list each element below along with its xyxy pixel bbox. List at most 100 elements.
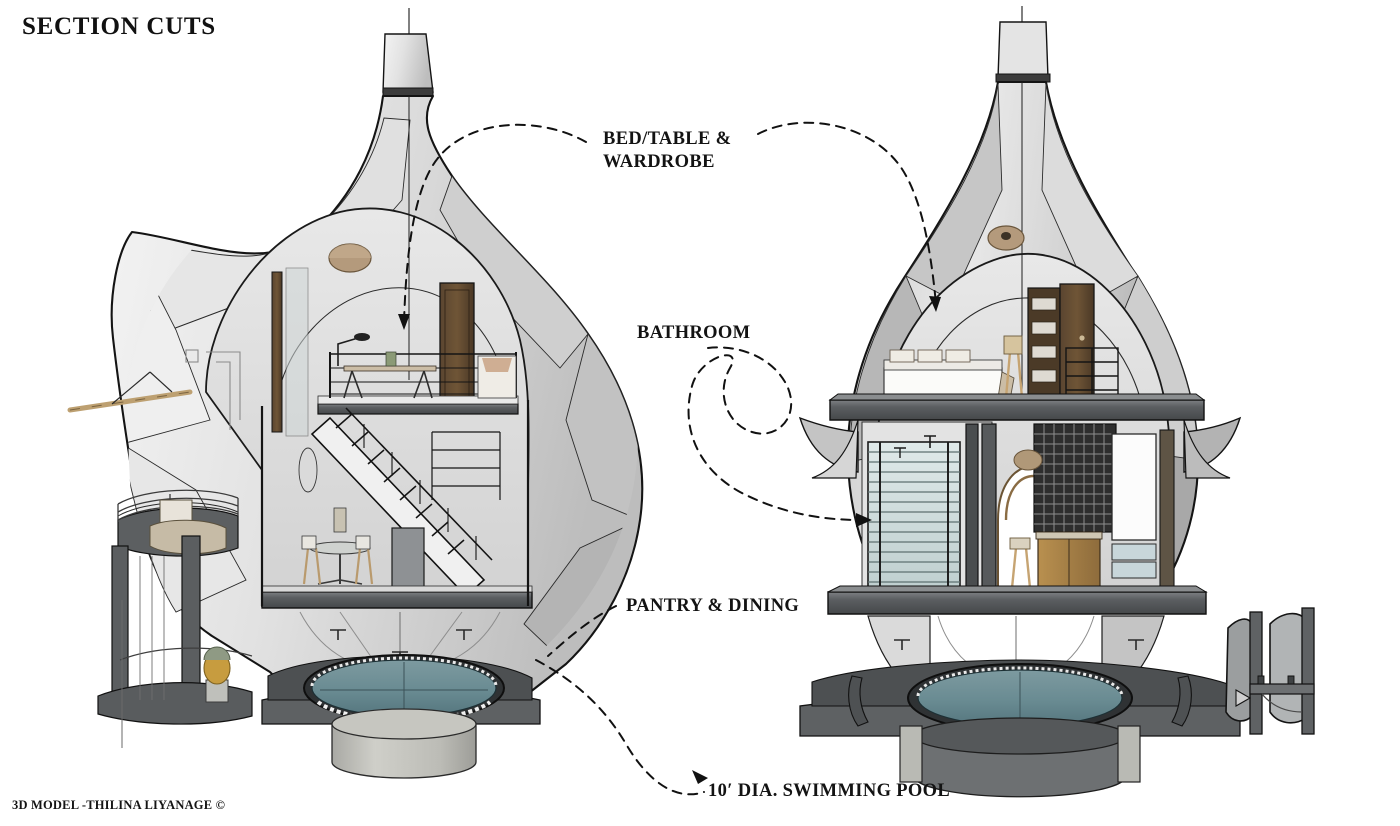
bamboo-outrigger	[67, 371, 193, 413]
dining-group	[301, 507, 374, 585]
callout-leader-lines	[403, 121, 937, 796]
stair-handrail	[345, 407, 493, 561]
bathroom-pendant	[1013, 449, 1043, 471]
bedroom-level-slab	[829, 399, 1205, 421]
leader-pantry	[547, 605, 617, 657]
main-staircase	[310, 407, 501, 598]
dining-level-slab	[261, 591, 533, 609]
page-title: SECTION CUTS	[22, 13, 216, 40]
pool-drum-top	[331, 708, 477, 740]
callout-bed-table-wardrobe: BED/TABLE & WARDROBE	[603, 129, 732, 172]
balcony-cable-rods	[139, 556, 165, 700]
bed-pillow-a	[889, 349, 915, 363]
detail-shell-right	[1269, 612, 1307, 724]
arrow-pool	[692, 770, 708, 784]
bed-pillow-b	[917, 349, 943, 363]
desk-top	[343, 365, 437, 372]
model-credit: 3D MODEL -THILINA LIYANAGE ©	[12, 798, 226, 812]
bathroom-group	[861, 421, 1175, 593]
bed-pillow-c	[945, 349, 971, 363]
left-porthole	[298, 447, 318, 493]
right-flare-fold-right	[1183, 419, 1231, 479]
dining-chair-b	[354, 547, 374, 585]
right-flare-fold-left	[811, 419, 859, 479]
swimming-pool-left	[303, 654, 505, 723]
bath-stool-legs	[1010, 547, 1032, 589]
desk-leg	[351, 370, 363, 399]
mezzanine-floor-finish	[317, 395, 519, 405]
bathroom-slab-top	[827, 585, 1208, 593]
right-pendant-core	[1001, 232, 1011, 240]
bedroom-slab-top	[828, 393, 1206, 401]
arrow-bathroom	[856, 513, 872, 527]
ceiling-light-bath	[894, 447, 906, 458]
bathroom-window-sill-glass	[1111, 543, 1157, 561]
pantry-counter-block	[391, 527, 425, 589]
detail-slab	[1249, 683, 1315, 695]
right-pool-drum-top	[913, 717, 1127, 755]
callout-bathroom: BATHROOM	[637, 323, 751, 343]
chair-seat-a	[301, 535, 317, 550]
pool-fin-left	[848, 675, 869, 727]
right-drum-column-b	[1117, 725, 1141, 783]
callout-swimming-pool: 10′ DIA. SWIMMING POOL	[708, 781, 951, 801]
leader-bed-left	[403, 123, 587, 323]
leader-arrowheads	[398, 296, 941, 784]
upper-landing-rail	[431, 431, 501, 500]
stair-balusters	[363, 424, 477, 560]
detail-column-b	[1301, 607, 1315, 735]
bathroom-window-lower-glass	[1111, 561, 1157, 579]
table-lantern	[333, 507, 347, 533]
balcony-lower-deck	[97, 682, 253, 725]
shower-glass-enclosure	[867, 441, 961, 589]
left-glazing-upper	[285, 267, 309, 437]
wardrobe-boxes	[1031, 297, 1057, 383]
detail-column-a	[1249, 611, 1263, 735]
desk-leg	[343, 370, 353, 399]
leader-bathroom	[687, 346, 863, 521]
right-drum-column-a	[899, 725, 923, 783]
right-deck-uplights	[894, 639, 1144, 650]
wardrobe-group	[1027, 283, 1095, 403]
bedroom-chair-back	[1003, 335, 1023, 355]
arrow-bed-right	[929, 296, 941, 312]
bathroom-edge-column	[1159, 429, 1175, 591]
left-wall-niche-lines	[185, 349, 241, 430]
detail-arrow-notch	[1235, 689, 1252, 707]
right-neck	[997, 21, 1049, 79]
bathroom-partition	[965, 423, 979, 593]
vanity-counter	[1035, 531, 1103, 540]
leader-bed-right	[757, 121, 937, 305]
left-neck	[382, 33, 434, 93]
balcony-lower-edge	[119, 647, 253, 661]
right-neck-band	[995, 73, 1051, 83]
wardrobe-knob	[1079, 335, 1085, 341]
shower-head	[924, 435, 936, 448]
left-neck-band	[382, 87, 434, 97]
buddha-foliage	[203, 646, 231, 661]
bathroom-tall-window	[1111, 433, 1157, 541]
left-section-cut	[67, 8, 644, 779]
detail-brackets	[1257, 675, 1295, 685]
desk-leg	[413, 370, 425, 399]
chair-seat-b	[355, 535, 371, 550]
shower-louvres	[868, 451, 960, 583]
dining-table-base	[317, 579, 363, 585]
dining-chair-a	[302, 547, 322, 585]
pool-fin-right	[1171, 675, 1192, 727]
left-window-mullion-a	[271, 271, 283, 433]
wardrobe-door-unit	[1059, 283, 1095, 403]
buddha-head-sculpture	[203, 646, 231, 703]
callout-pantry-dining: PANTRY & DINING	[626, 596, 800, 616]
dining-floor-finish	[261, 585, 533, 593]
detail-inner-curve	[1261, 693, 1303, 713]
bathroom-level-slab	[827, 591, 1207, 615]
desk-lamp-arm	[337, 337, 359, 366]
desk-leg	[423, 370, 433, 399]
bed-duvet	[883, 359, 1003, 371]
woven-pendant-highlight	[329, 244, 371, 258]
bed-pillow	[482, 358, 512, 372]
leader-pool	[535, 659, 705, 796]
